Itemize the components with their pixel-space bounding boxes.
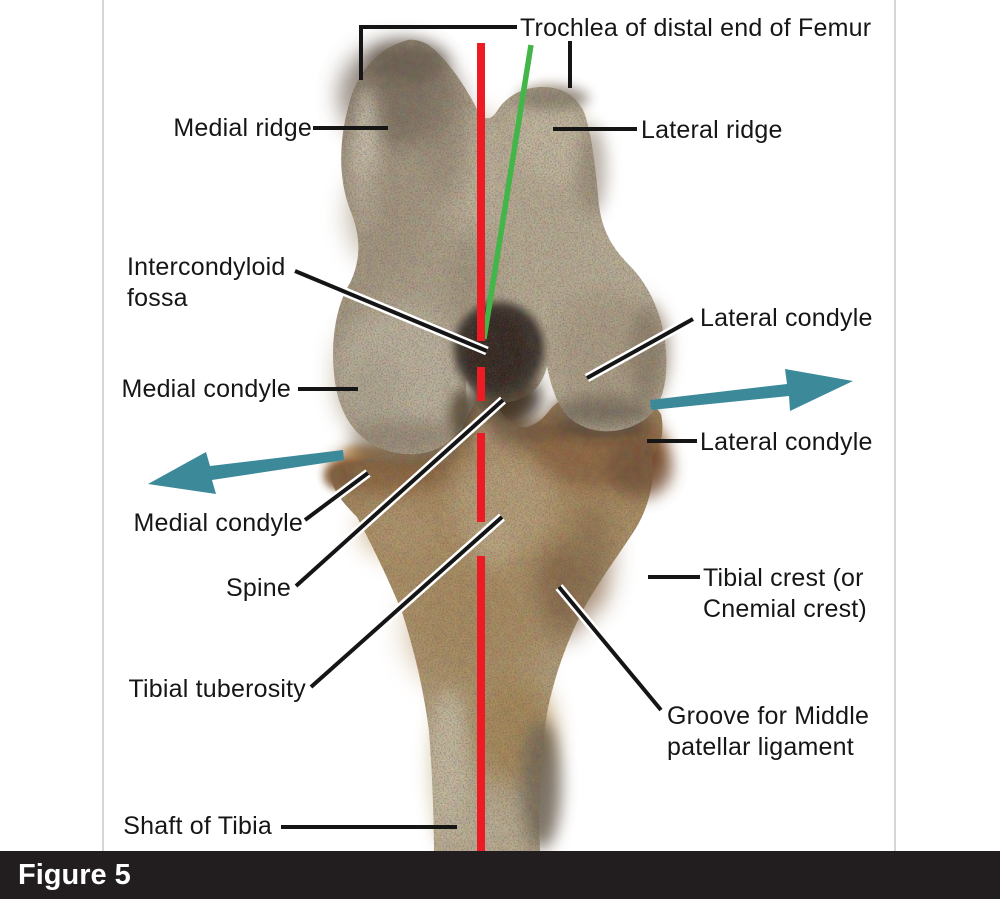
leader-lines: [281, 25, 700, 829]
leader-lateral-condyle-femur: [586, 317, 694, 380]
femur-axis-green-line: [481, 44, 534, 340]
label-lateral-ridge: Lateral ridge: [641, 116, 783, 144]
leader-spine: [294, 398, 505, 588]
label-medial-ridge: Medial ridge: [173, 114, 312, 142]
label-groove: Groove for Middle patellar ligament: [667, 702, 870, 761]
label-shaft-of-tibia: Shaft of Tibia: [123, 812, 272, 840]
label-tibial-crest: Tibial crest (or Cnemial crest): [703, 564, 867, 623]
label-medial-condyle-tibia: Medial condyle: [133, 509, 303, 537]
leader-intercondyloid-fossa: [294, 269, 488, 353]
leader-groove: [557, 585, 663, 712]
leader-tibial-tuberosity: [309, 515, 504, 689]
label-spine: Spine: [226, 574, 291, 602]
label-lateral-condyle-tibia: Lateral condyle: [700, 428, 873, 456]
panel-border-left: [102, 0, 104, 851]
label-lateral-condyle-femur: Lateral condyle: [700, 304, 873, 332]
panel-border-right: [894, 0, 896, 851]
label-tibial-tuberosity: Tibial tuberosity: [128, 675, 306, 703]
leader-medial-condyle-tibia: [303, 471, 370, 522]
label-intercondyloid-fossa: Intercondyloid fossa: [127, 253, 286, 312]
bone-texture: [331, 39, 667, 853]
medial-direction-arrow: [148, 450, 344, 494]
lateral-direction-arrow: [650, 369, 853, 411]
trochlea-bracket: [359, 25, 572, 88]
figure-caption: Figure 5: [18, 858, 131, 891]
label-trochlea: Trochlea of distal end of Femur: [520, 14, 872, 42]
figure-caption-bar: Figure 5: [0, 851, 1000, 899]
label-medial-condyle-femur: Medial condyle: [121, 375, 291, 403]
